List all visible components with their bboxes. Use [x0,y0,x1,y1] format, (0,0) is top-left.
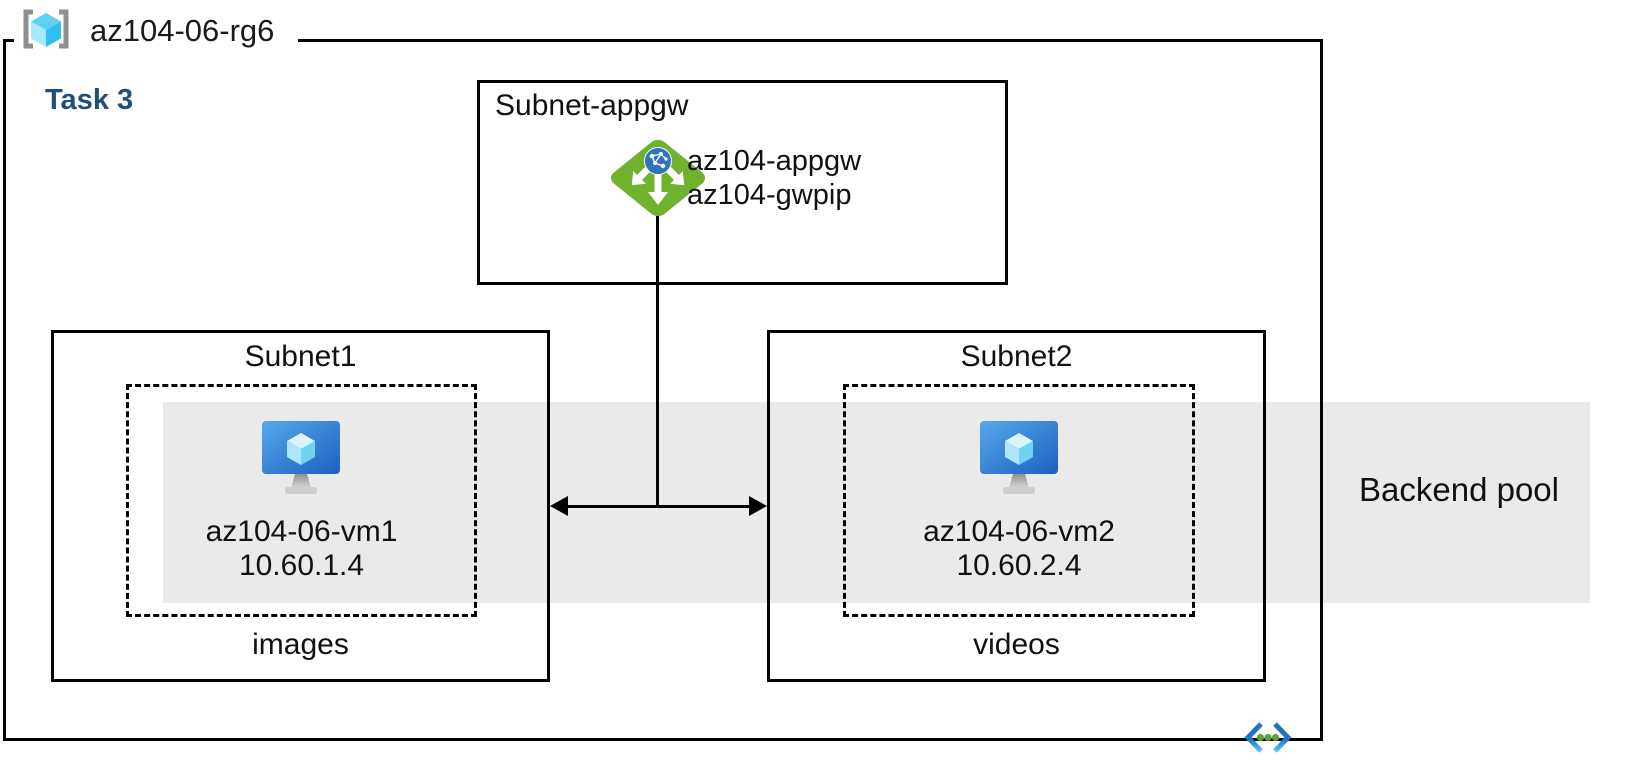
subnet1-vm-labels: az104-06-vm1 10.60.1.4 [126,515,477,583]
virtual-network-icon [1244,721,1292,760]
vm2-ip: 10.60.2.4 [956,549,1082,582]
subnet2-vm-labels: az104-06-vm2 10.60.2.4 [843,515,1195,583]
subnet-arrow-line [561,505,757,508]
resource-group-box [3,39,1323,741]
subnet1-box: Subnet1 [51,330,550,682]
backend-pool-band [163,402,1590,603]
arrowhead-left-icon [550,496,568,516]
gateway-to-backend-connector [656,214,659,507]
resource-group-icon [18,7,74,56]
subnet2-box: Subnet2 [767,330,1266,682]
subnet1-title: Subnet1 [244,340,357,373]
subnet2-title: Subnet2 [960,340,1073,373]
subnet1-caption: images [252,628,349,661]
gateway-labels: az104-appgw az104-gwpip [687,144,861,212]
appgw-subnet-box: Subnet-appgw [477,80,1008,285]
subnet2-caption: videos [973,628,1060,661]
vm2-name: az104-06-vm2 [923,515,1115,548]
task-label: Task 3 [45,84,134,116]
vm1-name: az104-06-vm1 [205,515,398,548]
application-gateway-icon [608,136,708,225]
resource-group-header: az104-06-rg6 [14,4,298,58]
virtual-machine-icon [261,420,341,501]
subnet1-vm-dashed-box [126,384,477,617]
virtual-machine-icon [979,420,1059,501]
resource-group-name: az104-06-rg6 [90,13,275,48]
gateway-name: az104-appgw [687,145,862,177]
vm1-ip: 10.60.1.4 [238,549,365,582]
appgw-subnet-title: Subnet-appgw [495,89,689,122]
backend-pool-label: Backend pool [1359,471,1559,508]
gateway-public-ip: az104-gwpip [687,179,852,211]
arrowhead-right-icon [749,496,767,516]
subnet2-vm-dashed-box [843,384,1195,617]
